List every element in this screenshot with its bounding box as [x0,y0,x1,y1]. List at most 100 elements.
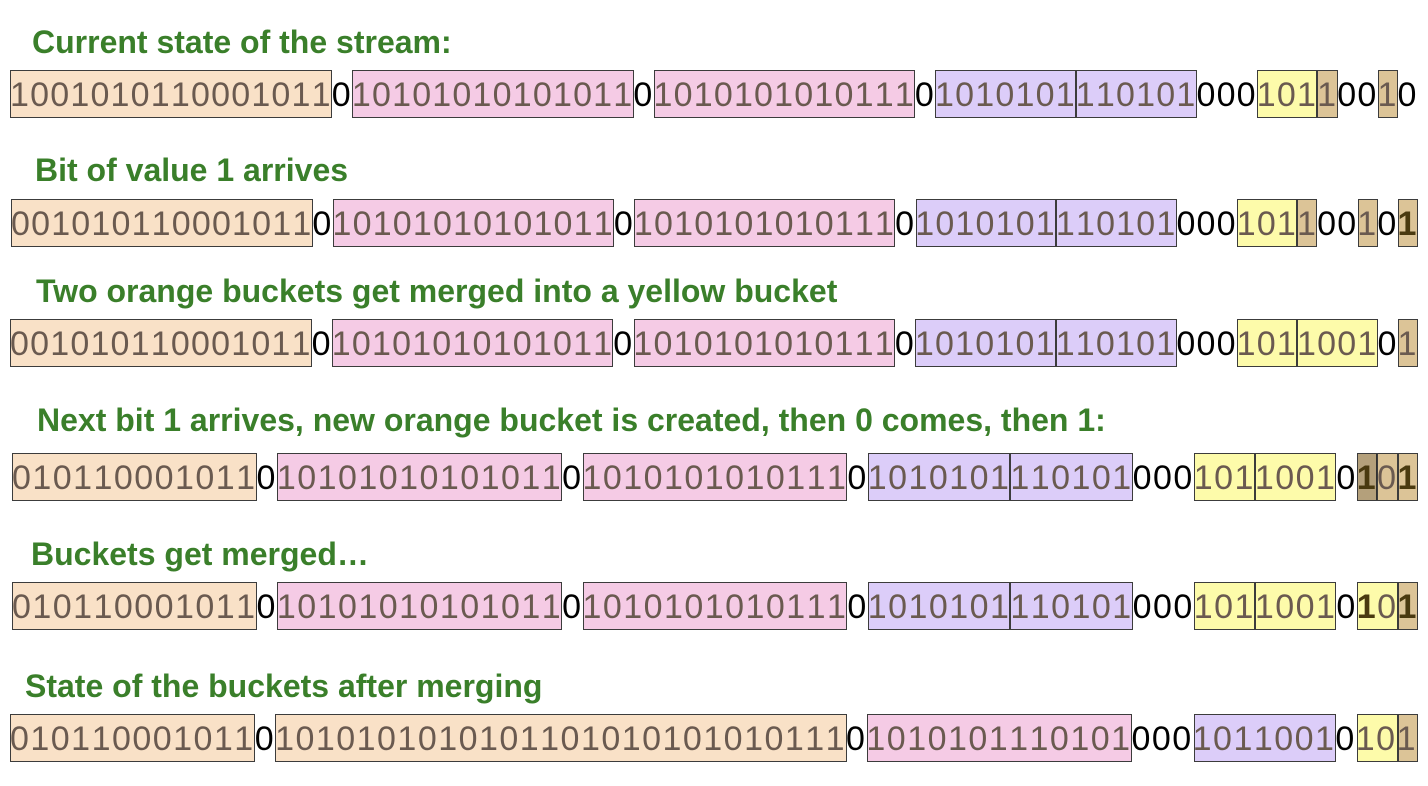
bucket-tan [1356,453,1380,501]
step-title-5: Buckets get merged… [31,536,369,572]
bucket-yellow [1356,714,1398,762]
bit: 1 [275,720,294,758]
bit: 0 [1377,588,1396,626]
step-title-3: Two orange buckets get merged into a yel… [36,273,838,309]
bit: 1 [704,459,724,497]
bit: 0 [1295,459,1315,497]
bucket-orange [11,199,313,247]
bit: 1 [1253,720,1273,758]
bit: 1 [1317,76,1336,114]
bucket-purple [1056,199,1177,247]
bit: 1 [215,588,235,626]
bit: 0 [560,720,580,758]
bucket-yellow [1257,70,1318,118]
bit: 1 [1075,205,1095,243]
bit: 1 [1111,720,1130,758]
bit: 1 [236,459,255,497]
bit: 0 [643,459,663,497]
bucket-tan [1397,582,1418,630]
bit: 1 [827,588,846,626]
bit: 0 [774,205,794,243]
bit: 0 [1397,76,1417,114]
bit-stream: 0010101100010110101010101010110101010101… [11,199,1418,247]
bit: 0 [152,720,172,758]
bit: 0 [1236,76,1256,114]
bit: 0 [725,588,744,626]
bit: 1 [533,205,552,243]
bit: 0 [1216,76,1236,114]
bit: 1 [1276,205,1296,243]
bit: 0 [191,205,211,243]
bit: 0 [90,76,109,114]
bit: 1 [519,720,539,758]
bit: 1 [234,720,253,758]
bit: 0 [111,720,131,758]
bit: 1 [827,459,846,497]
bit: 0 [693,325,713,363]
bit: 1 [315,720,335,758]
bit: 1 [1156,205,1175,243]
bit: 0 [338,459,357,497]
bit: 0 [211,76,230,114]
bit: 0 [10,720,29,758]
bit: 0 [352,205,372,243]
bit: 1 [990,459,1009,497]
bit: 0 [1096,205,1115,243]
bit: 0 [1256,205,1276,243]
bit-stream: 1001010110001011010101010101011010101010… [10,70,1418,118]
bit: 1 [73,588,92,626]
bit: 1 [521,588,540,626]
bit: 1 [175,588,194,626]
bit: 0 [764,720,783,758]
bit: 0 [1335,720,1354,758]
bit: 1 [854,205,874,243]
bit: 0 [50,720,70,758]
bit: 0 [190,76,210,114]
bit: 0 [935,205,954,243]
bit: 0 [12,459,31,497]
bit: 0 [814,325,833,363]
bit: 0 [452,76,471,114]
bit: 1 [582,588,602,626]
bit: 1 [32,588,51,626]
bit: 1 [1377,76,1396,114]
bit: 0 [754,76,773,114]
bit: 1 [914,325,934,363]
bucket-pink [634,199,896,247]
bit: 1 [580,720,600,758]
bit: 1 [439,588,459,626]
bit: 1 [1397,205,1416,243]
bit: 0 [975,325,994,363]
bit: 0 [331,76,351,114]
bit: 1 [175,459,194,497]
bit: 1 [215,459,235,497]
bit: 1 [472,76,492,114]
bit: 1 [805,720,824,758]
bit: 1 [1176,76,1195,114]
bit: 0 [995,76,1014,114]
bit: 0 [894,325,914,363]
bit: 1 [949,588,968,626]
stream-row-3: 0010101100010110101010101010110101010101… [0,319,1428,369]
bit: 1 [150,325,170,363]
bit: 1 [412,325,431,363]
bit: 1 [1112,459,1131,497]
bit: 0 [132,720,151,758]
bit: 1 [995,205,1015,243]
bit: 0 [1172,720,1191,758]
bit: 0 [1214,459,1233,497]
bit: 0 [1090,720,1110,758]
bit: 1 [874,76,894,114]
bit: 0 [1095,325,1115,363]
bit: 1 [1397,459,1417,497]
bucket-orange [12,582,257,630]
bit: 0 [532,76,552,114]
bit: 0 [1275,459,1294,497]
bit: 1 [1356,588,1376,626]
bit: 0 [1337,325,1356,363]
bit: 1 [213,720,233,758]
bit: 0 [295,720,314,758]
bit: 1 [1233,720,1252,758]
bit: 0 [113,588,133,626]
bit: 0 [552,325,572,363]
